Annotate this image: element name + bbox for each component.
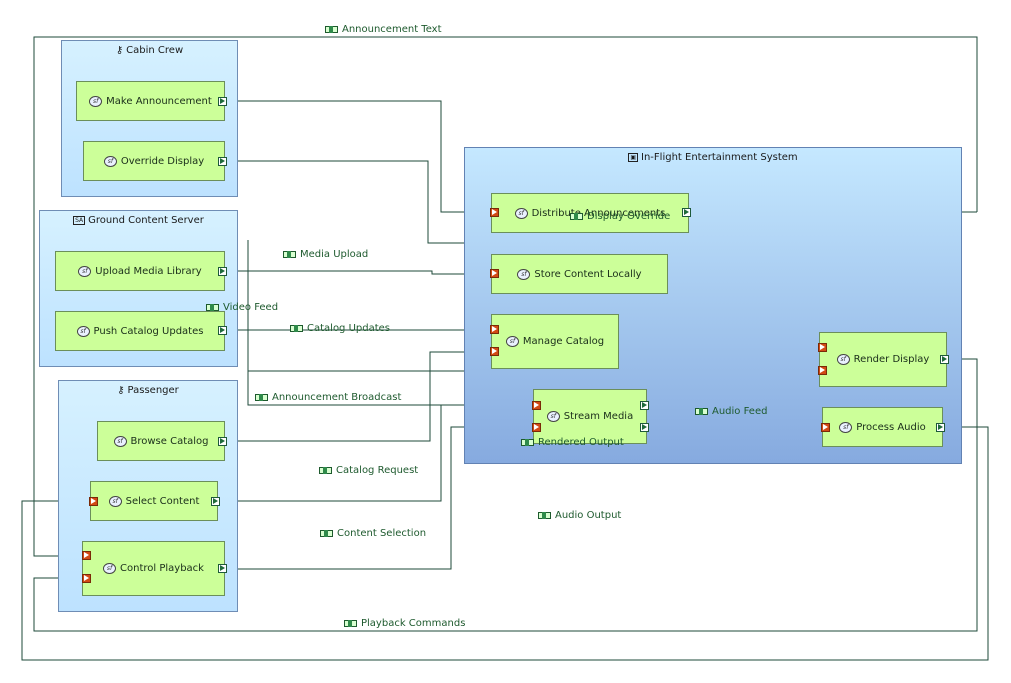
edge-select-to-left [21, 426, 989, 661]
flow-label-rendered-output[interactable]: Rendered Output [521, 437, 624, 448]
flow-label-playback-commands[interactable]: Playback Commands [344, 618, 465, 629]
system-function-icon: sf [76, 325, 90, 337]
port-in-stream-media-top[interactable] [532, 401, 541, 410]
port-out-distribute-announcements[interactable] [682, 208, 691, 217]
port-in-process-audio[interactable] [821, 423, 830, 432]
functional-exchange-icon [255, 394, 268, 401]
port-in-control-playback-top[interactable] [82, 551, 91, 560]
port-in-select-content[interactable] [89, 497, 98, 506]
functional-exchange-icon [695, 408, 708, 415]
port-in-stream-media-bottom[interactable] [532, 423, 541, 432]
system-function-icon: sf [839, 421, 853, 433]
port-out-select-content[interactable] [211, 497, 220, 506]
functional-exchange-icon [206, 304, 219, 311]
port-out-make-announcement[interactable] [218, 97, 227, 106]
functional-exchange-icon [319, 467, 332, 474]
functional-exchange-icon [344, 620, 357, 627]
cabin-crew-title: ⚷Cabin Crew [115, 45, 184, 56]
functional-exchange-icon [290, 325, 303, 332]
flow-label-catalog-updates[interactable]: Catalog Updates [290, 323, 390, 334]
system-icon: ▣ [628, 153, 639, 162]
port-in-manage-catalog-bottom[interactable] [490, 347, 499, 356]
flow-label-video-feed[interactable]: Video Feed [206, 302, 278, 313]
port-out-process-audio[interactable] [936, 423, 945, 432]
port-in-render-display-top[interactable] [818, 343, 827, 352]
functional-exchange-icon [538, 512, 551, 519]
flow-label-announcement-text[interactable]: Announcement Text [325, 24, 442, 35]
functional-exchange-icon [521, 439, 534, 446]
port-out-browse-catalog[interactable] [218, 437, 227, 446]
functional-exchange-icon [320, 530, 333, 537]
port-out-override-display[interactable] [218, 157, 227, 166]
flow-label-media-upload[interactable]: Media Upload [283, 249, 368, 260]
actor-icon: ⚷ [115, 45, 124, 56]
system-function-icon: sf [517, 268, 531, 280]
port-out-stream-media-top[interactable] [640, 401, 649, 410]
system-function-icon: sf [108, 495, 122, 507]
flow-label-audio-output[interactable]: Audio Output [538, 510, 621, 521]
system-function-icon: sf [78, 265, 92, 277]
port-in-store-content[interactable] [490, 269, 499, 278]
functional-exchange-icon [283, 251, 296, 258]
edge-browse-catalog [227, 351, 488, 442]
ife-system-title: ▣In-Flight Entertainment System [628, 152, 798, 163]
flow-label-catalog-request[interactable]: Catalog Request [319, 465, 418, 476]
system-function-icon: sf [836, 354, 850, 365]
system-function-icon: sf [505, 336, 519, 347]
system-function-icon: sf [89, 95, 103, 107]
port-out-upload-media[interactable] [218, 267, 227, 276]
port-out-stream-media-bottom[interactable] [640, 423, 649, 432]
functional-exchange-icon [570, 213, 583, 220]
actor-icon: ⚷ [117, 385, 125, 396]
flow-label-audio-feed[interactable]: Audio Feed [695, 406, 767, 417]
port-out-render-display[interactable] [940, 355, 949, 364]
functional-exchange-icon [325, 26, 338, 33]
passenger-title: ⚷Passenger [117, 385, 179, 396]
port-in-render-display-bottom[interactable] [818, 366, 827, 375]
port-in-manage-catalog-top[interactable] [490, 325, 499, 334]
system-function-icon: sf [514, 207, 528, 219]
port-out-push-catalog[interactable] [218, 326, 227, 335]
flow-label-content-selection[interactable]: Content Selection [320, 528, 426, 539]
system-function-icon: sf [103, 155, 117, 167]
flow-label-display-override[interactable]: Display Override [570, 211, 670, 222]
port-in-control-playback-bottom[interactable] [82, 574, 91, 583]
edge-select-content [220, 405, 442, 502]
component-icon: SA [73, 216, 86, 225]
port-in-distribute-announcements[interactable] [490, 208, 499, 217]
edge-media-upload [227, 270, 488, 275]
edge-playback-commands [33, 358, 978, 632]
edge-display-override [227, 100, 487, 213]
port-out-control-playback[interactable] [218, 564, 227, 573]
system-function-icon: sf [113, 435, 127, 447]
edge-announcement-text [33, 36, 978, 557]
system-function-icon: sf [546, 411, 560, 422]
flow-label-announcement-broadcast[interactable]: Announcement Broadcast [255, 392, 401, 403]
system-function-icon: sf [103, 563, 117, 574]
